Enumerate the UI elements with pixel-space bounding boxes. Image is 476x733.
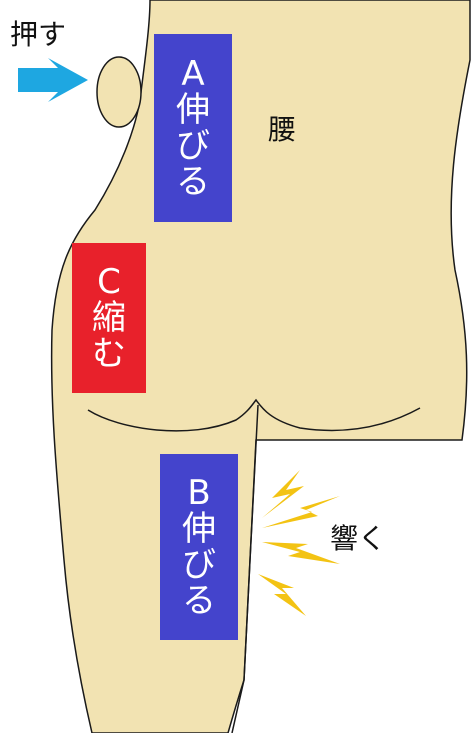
- pelvis-circle: [97, 57, 141, 127]
- box-c-char-2: む: [92, 336, 126, 372]
- box-c-char-1: 縮: [92, 300, 126, 336]
- box-b-stretch: B 伸 び る: [160, 454, 238, 640]
- box-b-letter: B: [187, 475, 210, 511]
- background-gap: [232, 442, 476, 733]
- push-arrow: [18, 58, 88, 102]
- waist-label: 腰: [268, 115, 296, 145]
- box-b-char-3: る: [182, 583, 216, 619]
- box-a-char-2: び: [176, 128, 210, 164]
- box-b-char-2: び: [182, 547, 216, 583]
- box-b-char-1: 伸: [182, 511, 216, 547]
- push-label: 押す: [10, 20, 66, 50]
- echo-label: 響く: [330, 524, 386, 554]
- box-a-char-1: 伸: [176, 92, 210, 128]
- box-c-letter: C: [97, 264, 121, 300]
- box-a-stretch: A 伸 び る: [154, 34, 232, 222]
- box-c-contract: C 縮 む: [72, 243, 146, 393]
- box-a-letter: A: [181, 56, 204, 92]
- box-a-char-3: る: [176, 164, 210, 200]
